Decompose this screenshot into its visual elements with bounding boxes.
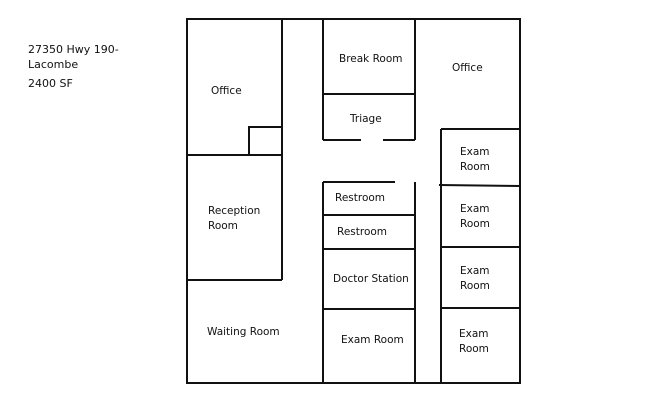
room-label: Exam: [460, 203, 490, 215]
room-label: Reception: [208, 205, 260, 217]
address-line-2: Lacombe: [28, 58, 79, 71]
room-label: Doctor Station: [333, 273, 409, 285]
room-label: Room: [208, 220, 238, 232]
room-label: Triage: [349, 113, 382, 125]
room-label: Exam: [460, 265, 490, 277]
room-label: Room: [459, 343, 489, 355]
area-label: 2400 SF: [28, 77, 73, 90]
address-line-1: 27350 Hwy 190-: [28, 43, 119, 56]
room-label: Office: [211, 85, 242, 97]
room-label: Room: [460, 218, 490, 230]
room-label: Room: [460, 161, 490, 173]
room-label: Exam Room: [341, 334, 404, 346]
outer-wall: [186, 18, 521, 384]
room-label: Exam: [460, 146, 490, 158]
room-label: Restroom: [337, 226, 387, 238]
room-label: Office: [452, 62, 483, 74]
closet: [248, 126, 283, 156]
wall: [438, 184, 521, 187]
room-label: Room: [460, 280, 490, 292]
room-label: Break Room: [339, 53, 403, 65]
room-label: Waiting Room: [207, 326, 280, 338]
room-label: Exam: [459, 328, 489, 340]
room-label: Restroom: [335, 192, 385, 204]
